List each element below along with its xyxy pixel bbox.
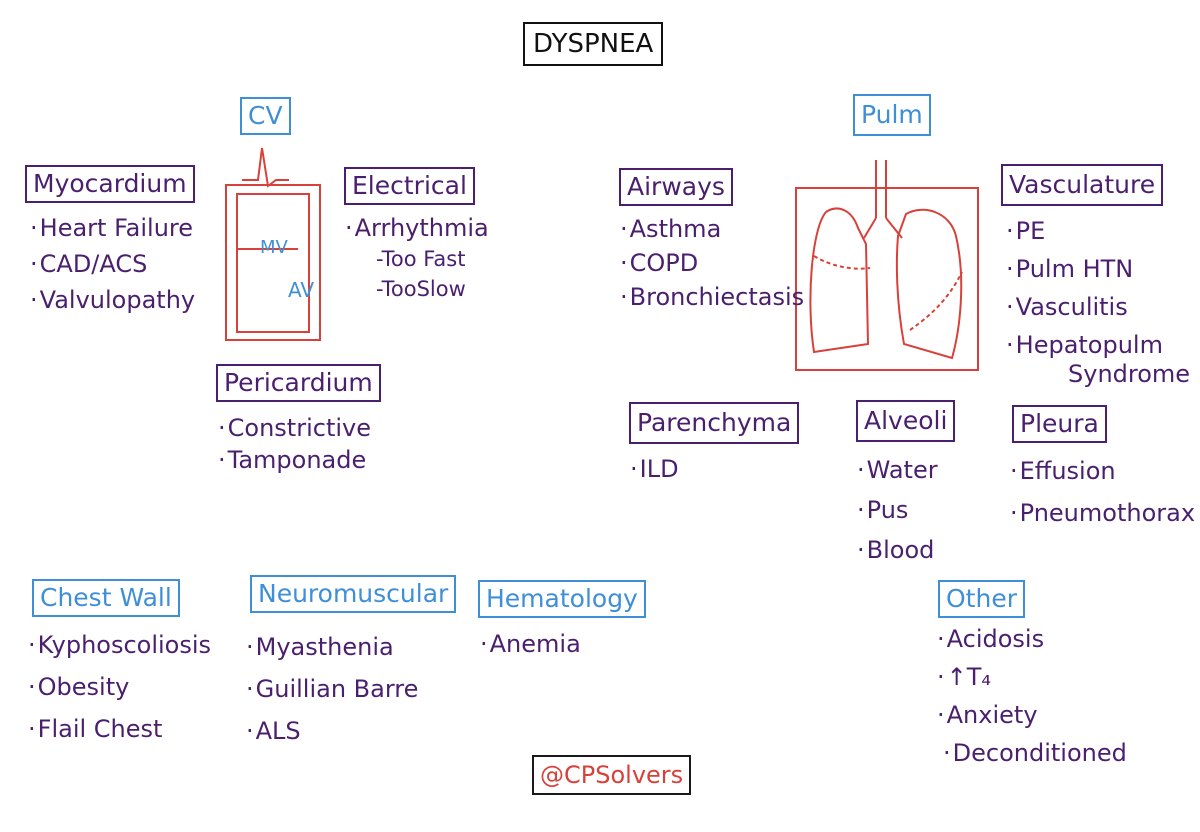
parenchyma-heading: Parenchyma [629,402,800,444]
electrical-heading: Electrical [344,167,475,205]
airways-list: Asthma COPD Bronchiectasis [620,212,805,314]
vasculature-list: PE Pulm HTN Vasculitis Hepatopulm [1006,212,1163,364]
list-item: Water [857,450,938,490]
list-item: Kyphoscoliosis [28,624,211,666]
list-item: Constrictive [218,412,371,444]
list-item: Pneumothorax [1010,492,1195,534]
lungs-icon [795,160,979,371]
neuromuscular-list: Myasthenia Guillian Barre ALS [246,626,419,752]
chest-wall-list: Kyphoscoliosis Obesity Flail Chest [28,624,211,750]
heart-icon [225,147,321,341]
list-item: Hepatopulm [1006,326,1163,364]
list-subitem: -Too Fast [376,247,466,271]
list-item: Tamponade [218,444,371,476]
list-item: Anemia [480,627,581,661]
list-item: Guillian Barre [246,668,419,710]
list-item: ↑T₄ [937,658,1127,696]
pleura-heading: Pleura [1012,405,1107,443]
list-item: Asthma [620,212,804,246]
alveoli-heading: Alveoli [856,400,956,442]
list-item: PE [1006,212,1163,250]
list-item: COPD [620,246,804,280]
other-list: Acidosis ↑T₄ Anxiety Deconditioned [937,620,1127,772]
list-subitem: -TooSlow [376,277,466,301]
myocardium-list: Heart Failure CAD/ACS Valvulopathy [30,210,195,318]
list-item: Deconditioned [943,734,1127,772]
hematology-category: Hematology [478,580,646,618]
chest-wall-category: Chest Wall [32,579,180,617]
other-category: Other [938,580,1025,618]
list-item: Effusion [1010,450,1195,492]
hematology-list: Anemia [480,627,581,661]
list-item: Anxiety [937,696,1127,734]
myocardium-heading: Myocardium [25,165,195,203]
alveoli-list: Water Pus Blood [857,450,938,570]
pericardium-heading: Pericardium [216,364,381,402]
vasculature-heading: Vasculature [1001,164,1164,206]
list-item: Bronchiectasis [620,280,805,314]
list-item: Acidosis [937,620,1127,658]
pleura-list: Effusion Pneumothorax [1010,450,1195,534]
list-item: Obesity [28,666,211,708]
list-item: ALS [246,710,418,752]
list-item: Valvulopathy [30,282,195,318]
electrical-list: Arrhythmia [345,212,489,244]
airways-heading: Airways [619,168,733,206]
page-title: DYSPNEA [523,22,664,66]
aortic-valve-label: AV [288,278,315,302]
list-item: CAD/ACS [30,246,195,282]
list-item: ILD [630,452,679,486]
parenchyma-list: ILD [630,452,679,486]
electrical-sublist: -Too Fast -TooSlow [376,244,466,304]
list-item: Pus [857,490,938,530]
pulm-category: Pulm [853,94,931,136]
list-item: Blood [857,530,938,570]
list-item: Arrhythmia [345,212,489,244]
pericardium-list: Constrictive Tamponade [218,412,371,476]
list-item: Myasthenia [246,626,418,668]
list-item: Flail Chest [28,708,211,750]
mitral-valve-label: MV [260,237,288,258]
list-item: Pulm HTN [1006,250,1163,288]
author-handle: @CPSolvers [532,755,692,795]
list-item-continuation: Syndrome [1068,360,1191,388]
cv-category: CV [240,97,291,135]
neuromuscular-category: Neuromuscular [250,575,457,613]
list-item: Vasculitis [1006,288,1163,326]
list-item: Heart Failure [30,210,195,246]
